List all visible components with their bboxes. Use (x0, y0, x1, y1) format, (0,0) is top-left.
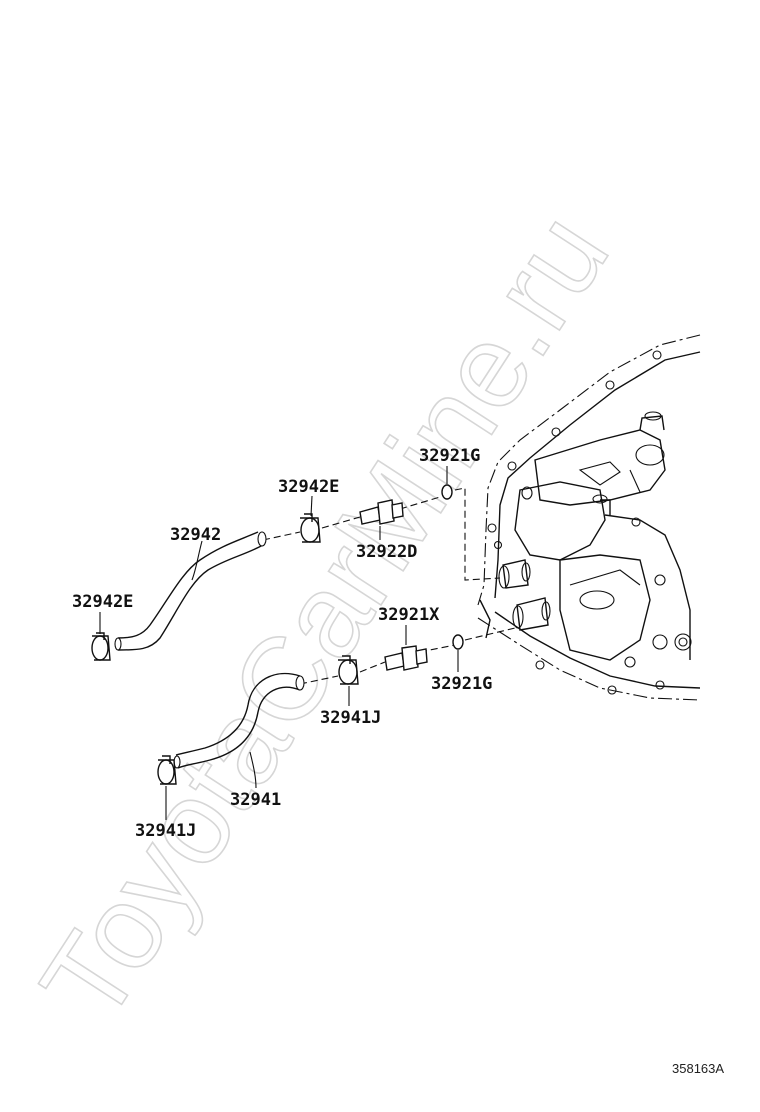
gasket-32921G-top (441, 484, 453, 500)
label-32941J-top: 32941J (320, 708, 381, 728)
clamp-32941J-bottom (157, 755, 177, 785)
union-32922D (359, 499, 404, 525)
label-32922D: 32922D (356, 542, 417, 562)
label-32942: 32942 (170, 525, 221, 545)
clamp-32942E-left (91, 632, 111, 661)
hose-32942 (114, 531, 267, 651)
label-32942E-top: 32942E (278, 477, 339, 497)
clamp-32941J-top (338, 655, 359, 685)
figure-number: 358163A (672, 1061, 724, 1076)
label-32921G-top: 32921G (419, 446, 480, 466)
watermark-text: ToyotaCarMine.ru (16, 191, 634, 1044)
transmission-case (477, 334, 701, 701)
label-32941J-bottom: 32941J (135, 821, 196, 841)
label-32941: 32941 (230, 790, 281, 810)
union-32921X (384, 645, 428, 671)
clamp-32942E-top (300, 513, 321, 543)
label-32942E-left: 32942E (72, 592, 133, 612)
gasket-32921G-bottom (452, 634, 464, 650)
label-32921X: 32921X (378, 605, 440, 625)
leader-lines (99, 466, 459, 820)
label-32921G-bottom: 32921G (431, 674, 492, 694)
assembly-lines (262, 487, 516, 685)
part-labels: 32921G 32942E 32942 32922D 32942E 32921X… (72, 446, 492, 841)
watermark: ToyotaCarMine.ru (15, 190, 635, 1045)
